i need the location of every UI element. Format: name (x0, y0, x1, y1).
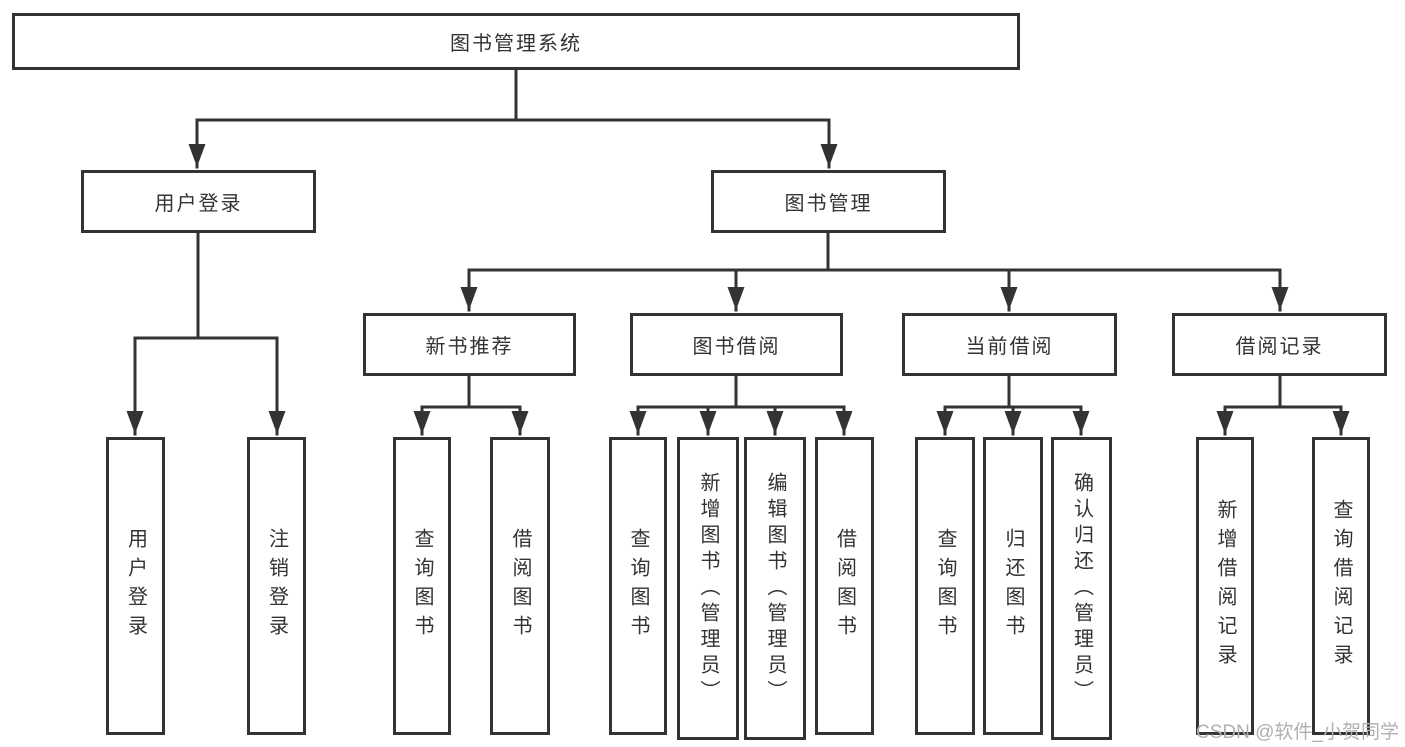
leaf-query-books-borrow: 查询图书 (609, 437, 667, 735)
node-new-book-recommend: 新书推荐 (363, 313, 576, 376)
leaf-add-book-admin: 新增图书（管理员） (677, 437, 739, 740)
node-current-borrowing-label: 当前借阅 (965, 336, 1054, 358)
leaf-query-books-current-label: 查询图书 (934, 528, 956, 644)
leaf-borrow-books-recommend: 借阅图书 (490, 437, 550, 735)
leaf-query-borrow-record-label: 查询借阅记录 (1330, 499, 1352, 673)
leaf-query-books-recommend-label: 查询图书 (411, 528, 433, 644)
leaf-logout: 注销登录 (247, 437, 306, 735)
leaf-borrow-books: 借阅图书 (815, 437, 874, 735)
leaf-query-books-borrow-label: 查询图书 (627, 528, 649, 644)
leaf-logout-label: 注销登录 (265, 528, 288, 644)
leaf-return-book-label: 归还图书 (1002, 528, 1024, 644)
csdn-watermark: CSDN @软件_小贺同学 (1196, 722, 1399, 743)
leaf-return-book: 归还图书 (983, 437, 1043, 735)
node-book-management-label: 图书管理 (784, 193, 873, 215)
leaf-edit-book-admin: 编辑图书（管理员） (744, 437, 806, 740)
node-new-book-recommend-label: 新书推荐 (425, 336, 514, 358)
leaf-user-login: 用户登录 (106, 437, 165, 735)
node-borrow-records-label: 借阅记录 (1235, 336, 1324, 358)
leaf-confirm-return-admin: 确认归还（管理员） (1051, 437, 1112, 740)
node-user-login-label: 用户登录 (154, 193, 243, 215)
leaf-query-books-recommend: 查询图书 (393, 437, 451, 735)
leaf-add-borrow-record-label: 新增借阅记录 (1214, 499, 1236, 673)
node-book-borrowing: 图书借阅 (630, 313, 843, 376)
node-current-borrowing: 当前借阅 (902, 313, 1117, 376)
node-borrow-records: 借阅记录 (1172, 313, 1387, 376)
leaf-add-borrow-record: 新增借阅记录 (1196, 437, 1254, 735)
node-user-login: 用户登录 (81, 170, 316, 233)
leaf-query-books-current: 查询图书 (915, 437, 975, 735)
node-library-system-label: 图书管理系统 (450, 33, 582, 55)
leaf-add-book-admin-label: 新增图书（管理员） (697, 471, 719, 706)
leaf-edit-book-admin-label: 编辑图书（管理员） (764, 471, 786, 706)
node-library-system: 图书管理系统 (12, 13, 1020, 70)
node-book-management: 图书管理 (711, 170, 946, 233)
leaf-confirm-return-admin-label: 确认归还（管理员） (1070, 471, 1093, 706)
leaf-query-borrow-record: 查询借阅记录 (1312, 437, 1370, 735)
leaf-borrow-books-label: 借阅图书 (833, 528, 856, 644)
node-book-borrowing-label: 图书借阅 (692, 336, 781, 358)
leaf-user-login-label: 用户登录 (124, 528, 147, 644)
leaf-borrow-books-recommend-label: 借阅图书 (509, 528, 531, 644)
